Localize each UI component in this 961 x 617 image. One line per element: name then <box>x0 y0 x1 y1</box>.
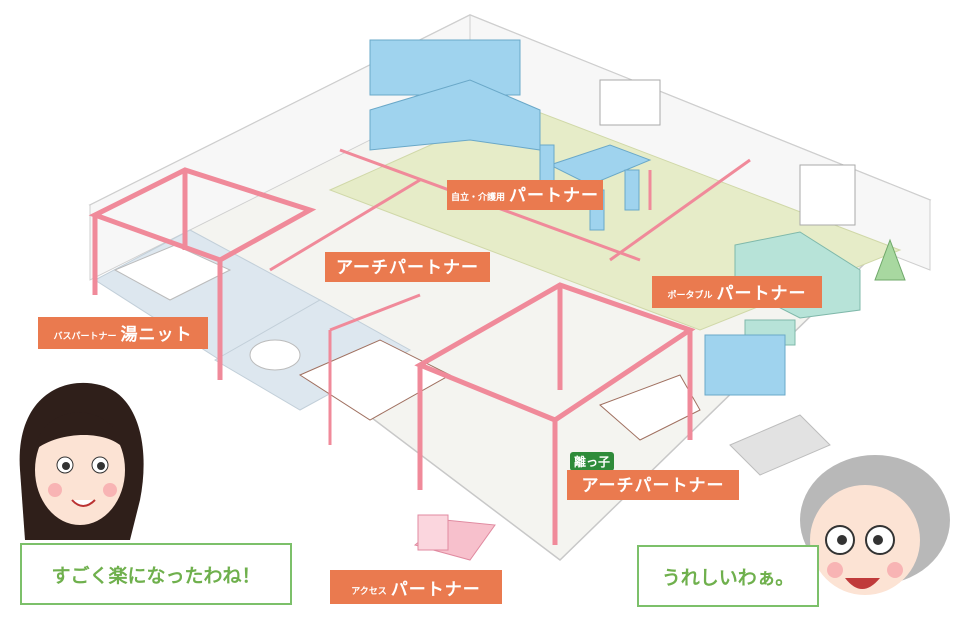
bedroom-arch-rail <box>414 282 696 545</box>
tile-floor <box>729 414 831 476</box>
kitchen-wall-cabinet <box>369 39 521 96</box>
arch-partner-bottom-tag: アーチパートナー <box>567 470 739 500</box>
woman-speech-bubble: すごく楽になったわね！ <box>20 543 292 605</box>
arch-partner-bottom-label: アーチパートナー <box>581 476 725 496</box>
bath-arch-rail <box>88 167 317 380</box>
jiritsu-partner-big: パートナー <box>509 186 600 206</box>
dining-chair <box>624 169 640 211</box>
arch-partner-top-label: アーチパートナー <box>336 258 479 278</box>
dining-chair <box>539 144 555 186</box>
toilet <box>249 339 301 371</box>
jiritsu-partner-tag: 自立・介護用 パートナー <box>447 180 603 210</box>
access-partner-big: パートナー <box>390 580 481 600</box>
toilet-floor <box>214 299 412 411</box>
ceiling-rails <box>269 148 751 445</box>
bed-right <box>599 374 701 441</box>
bathtub <box>113 244 232 301</box>
dining-table <box>548 144 652 186</box>
portable-partner-tag: ポータブル パートナー <box>652 276 822 308</box>
portable-partner-big: パートナー <box>716 284 807 304</box>
grandma-character <box>800 455 950 595</box>
access-partner-small: アクセス <box>351 587 387 597</box>
bath-partner-big: 湯ニット <box>120 325 193 345</box>
portable-partner-small: ポータブル <box>667 291 713 301</box>
armchair <box>704 334 786 396</box>
plant <box>874 238 906 281</box>
access-lift <box>413 514 496 561</box>
access-partner-tag: アクセス パートナー <box>330 570 502 604</box>
window <box>599 79 661 126</box>
woman-character <box>19 382 144 540</box>
grandma-speech-bubble: うれしいわぁ。 <box>637 545 819 607</box>
bath-partner-small: バスパートナー <box>53 332 117 342</box>
jiritsu-partner-small: 自立・介護用 <box>451 193 506 203</box>
hanare-badge: 離っ子 <box>570 452 615 471</box>
window <box>799 164 856 226</box>
arch-partner-top-tag: アーチパートナー <box>325 252 490 282</box>
bath-partner-tag: バスパートナー 湯ニット <box>38 317 208 349</box>
